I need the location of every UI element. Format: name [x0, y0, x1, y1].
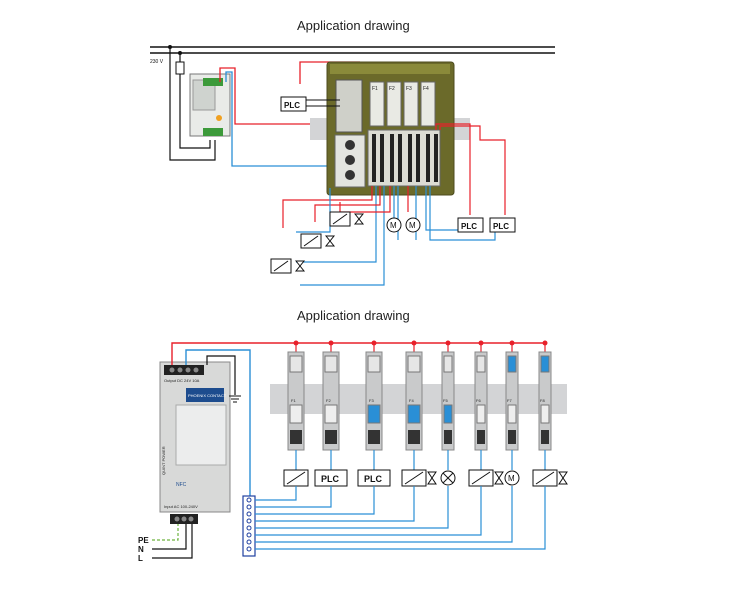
breaker-5: F5: [246, 340, 456, 531]
plc-label: PLC: [321, 474, 340, 484]
breaker-label: F6: [476, 398, 481, 403]
breaker-label: F2: [326, 398, 331, 403]
breaker-6: F6: [246, 340, 504, 538]
breaker-8: F8: [246, 340, 568, 552]
drawing1: 230 V: [150, 45, 555, 286]
breaker-label: F5: [443, 398, 448, 403]
valve-icon: [494, 471, 504, 485]
valve-group: [270, 211, 365, 274]
breaker-slots: F1 F2 F3 F4: [369, 81, 436, 127]
power-supply-module: [189, 73, 231, 137]
svg-text:M: M: [390, 221, 397, 230]
breaker-1: F1: [246, 340, 309, 503]
motor-icon: [504, 470, 520, 486]
svg-text:PLC: PLC: [493, 222, 509, 231]
breaker-label: F3: [369, 398, 374, 403]
circuit-breaker-module: F1 F2 F3 F4: [326, 61, 455, 196]
svg-text:F1: F1: [372, 86, 378, 92]
motor-symbol: [405, 217, 421, 233]
breaker-label: F7: [507, 398, 512, 403]
breaker-label: F1: [291, 398, 296, 403]
svg-text:Input AC 100-240V: Input AC 100-240V: [164, 504, 198, 509]
svg-text:N: N: [138, 545, 144, 554]
svg-text:F3: F3: [406, 86, 412, 92]
motor-label: M: [508, 474, 515, 483]
breaker-label: F4: [409, 398, 414, 403]
valve-icon: [427, 471, 437, 485]
valve-icon: [558, 471, 568, 485]
plc-box: [489, 217, 516, 233]
svg-text:F4: F4: [423, 86, 429, 92]
plc-label: PLC: [364, 474, 383, 484]
drawing1-title: Application drawing: [297, 18, 410, 33]
voltage-label: 230 V: [150, 59, 164, 65]
svg-text:NFC: NFC: [176, 482, 187, 488]
svg-text:PLC: PLC: [284, 101, 300, 110]
breaker-label: F8: [540, 398, 545, 403]
breaker-4: F4: [246, 340, 437, 524]
drawing2: Output DC 24V 10A PHOENIX CONTACT NFC In…: [138, 342, 567, 563]
svg-text:PHOENIX CONTACT: PHOENIX CONTACT: [188, 393, 227, 398]
fuse-symbol: [175, 61, 185, 75]
drawing2-title: Application drawing: [297, 308, 410, 323]
motor-symbol: [386, 217, 402, 233]
svg-text:QUINT POWER: QUINT POWER: [161, 446, 166, 475]
svg-text:Output DC 24V 10A: Output DC 24V 10A: [164, 378, 200, 383]
breaker-7: F7M: [246, 340, 520, 545]
svg-text:M: M: [409, 221, 416, 230]
svg-text:PE: PE: [138, 536, 149, 545]
svg-text:L: L: [138, 554, 143, 563]
svg-text:F2: F2: [389, 86, 395, 92]
plc-box: [280, 96, 307, 112]
quint-power-supply: Output DC 24V 10A PHOENIX CONTACT NFC In…: [159, 361, 231, 524]
plc-box: [457, 217, 484, 233]
svg-text:PLC: PLC: [461, 222, 477, 231]
